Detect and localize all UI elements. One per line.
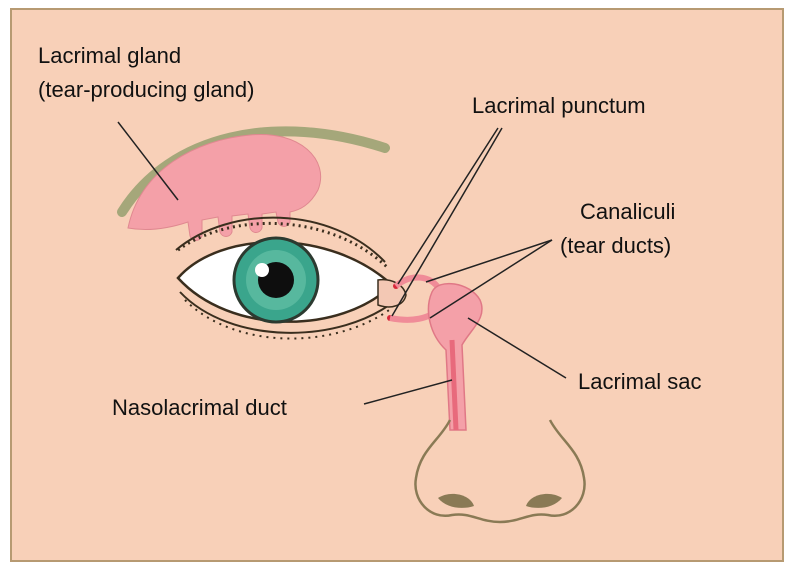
label-nasolacrimal-duct: Nasolacrimal duct — [112, 394, 287, 421]
nose-outline — [415, 420, 584, 522]
label-canaliculi: Canaliculi — [580, 198, 675, 225]
label-lacrimal-gland-sub: (tear-producing gland) — [38, 76, 254, 103]
eye-highlight — [255, 263, 269, 277]
leader-lacrimal-sac — [468, 318, 566, 378]
label-lacrimal-gland: Lacrimal gland — [38, 42, 181, 69]
left-nostril — [438, 494, 474, 508]
leader-canaliculi-lower — [430, 240, 552, 318]
right-nostril — [526, 494, 562, 508]
leader-nasolacrimal-duct — [364, 380, 452, 404]
leader-canaliculi-upper — [426, 240, 552, 282]
label-lacrimal-punctum: Lacrimal punctum — [472, 92, 646, 119]
label-canaliculi-sub: (tear ducts) — [560, 232, 671, 259]
label-lacrimal-sac: Lacrimal sac — [578, 368, 701, 395]
leader-punctum-upper — [398, 128, 498, 284]
